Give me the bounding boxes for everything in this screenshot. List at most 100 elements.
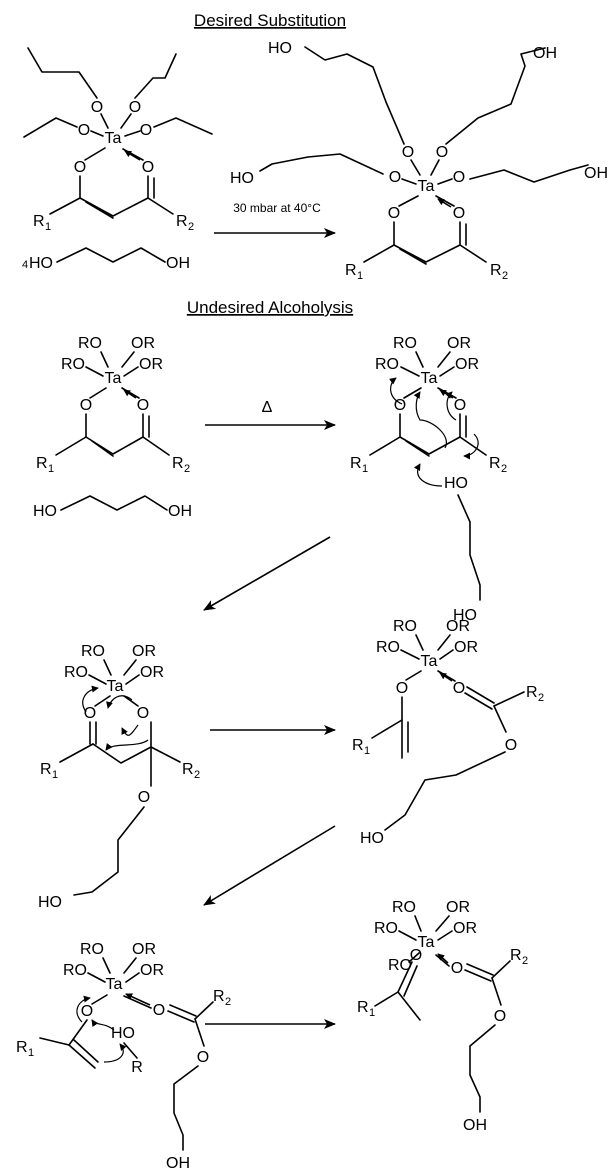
svg-text:O: O <box>453 680 465 697</box>
svg-text:OR: OR <box>454 639 478 656</box>
svg-text:R: R <box>350 455 362 472</box>
svg-text:Ta: Ta <box>418 178 435 195</box>
svg-text:OR: OR <box>447 335 471 352</box>
svg-text:OH: OH <box>166 255 190 272</box>
svg-text:OR: OR <box>132 643 156 660</box>
svg-text:O: O <box>494 1008 506 1025</box>
svg-text:RO: RO <box>388 957 412 974</box>
svg-text:O: O <box>396 680 408 697</box>
svg-text:2: 2 <box>188 221 194 233</box>
svg-text:O: O <box>197 1049 209 1066</box>
svg-text:O: O <box>84 705 96 722</box>
svg-text:OR: OR <box>455 356 479 373</box>
svg-text:30 mbar at 40°C: 30 mbar at 40°C <box>233 201 321 215</box>
svg-text:RO: RO <box>376 639 400 656</box>
svg-text:O: O <box>388 205 400 222</box>
svg-text:R: R <box>131 1059 143 1076</box>
svg-text:R: R <box>352 737 364 754</box>
svg-text:OH: OH <box>584 165 608 182</box>
svg-text:HO: HO <box>29 255 53 272</box>
svg-text:O: O <box>80 397 92 414</box>
svg-text:R: R <box>213 988 225 1005</box>
svg-text:1: 1 <box>45 221 51 233</box>
svg-text:RO: RO <box>61 356 85 373</box>
svg-text:4: 4 <box>22 259 28 271</box>
svg-text:RO: RO <box>63 962 87 979</box>
svg-text:2: 2 <box>522 955 528 967</box>
diagonal-arrow-2 <box>203 825 336 906</box>
svg-text:2: 2 <box>501 463 507 475</box>
svg-text:R: R <box>526 684 538 701</box>
svg-text:RO: RO <box>393 335 417 352</box>
svg-text:Ta: Ta <box>421 370 438 387</box>
svg-text:R: R <box>357 999 369 1016</box>
svg-text:OH: OH <box>168 503 192 520</box>
svg-text:R: R <box>345 262 357 279</box>
svg-text:2: 2 <box>194 769 200 781</box>
svg-text:1: 1 <box>52 769 58 781</box>
svg-text:R: R <box>172 455 184 472</box>
propanediol-reagent: 4 HO OH <box>22 247 190 272</box>
svg-text:RO: RO <box>393 618 417 635</box>
svg-text:R: R <box>510 947 522 964</box>
svg-text:1: 1 <box>48 463 54 475</box>
svg-text:RO: RO <box>64 664 88 681</box>
svg-text:OH: OH <box>463 1117 487 1134</box>
svg-text:O: O <box>78 122 90 139</box>
svg-text:RO: RO <box>78 335 102 352</box>
svg-text:O: O <box>129 99 141 116</box>
svg-text:OR: OR <box>132 941 156 958</box>
svg-text:O: O <box>451 960 463 977</box>
svg-text:HO: HO <box>111 1025 135 1042</box>
svg-text:OR: OR <box>140 664 164 681</box>
svg-text:R: R <box>16 1039 28 1056</box>
svg-text:RO: RO <box>80 941 104 958</box>
svg-text:RO: RO <box>375 356 399 373</box>
svg-text:1: 1 <box>362 463 368 475</box>
svg-text:O: O <box>81 1003 93 1020</box>
svg-text:R: R <box>36 455 48 472</box>
svg-text:O: O <box>137 705 149 722</box>
svg-text:O: O <box>454 397 466 414</box>
svg-text:OH: OH <box>166 1155 190 1171</box>
propanediol-reactant: HO OH <box>33 495 192 520</box>
svg-text:2: 2 <box>225 996 231 1008</box>
svg-text:RO: RO <box>81 643 105 660</box>
svg-text:OR: OR <box>453 920 477 937</box>
svg-text:O: O <box>453 205 465 222</box>
svg-text:1: 1 <box>357 270 363 282</box>
svg-text:HO: HO <box>38 894 62 911</box>
svg-text:Ta: Ta <box>421 653 438 670</box>
svg-text:O: O <box>153 1002 165 1019</box>
svg-text:O: O <box>505 737 517 754</box>
svg-text:2: 2 <box>502 270 508 282</box>
svg-text:OH: OH <box>533 45 557 62</box>
svg-text:O: O <box>453 169 465 186</box>
svg-text:O: O <box>74 159 86 176</box>
svg-text:OR: OR <box>139 356 163 373</box>
svg-text:2: 2 <box>184 463 190 475</box>
svg-text:RO: RO <box>374 920 398 937</box>
svg-text:Ta: Ta <box>105 370 122 387</box>
svg-text:R: R <box>489 455 501 472</box>
svg-text:1: 1 <box>28 1047 34 1059</box>
svg-text:RO: RO <box>392 899 416 916</box>
svg-text:Ta: Ta <box>106 976 123 993</box>
svg-text:Ta: Ta <box>105 130 122 147</box>
svg-text:OR: OR <box>131 335 155 352</box>
svg-text:O: O <box>140 122 152 139</box>
svg-text:O: O <box>410 947 422 964</box>
svg-text:HO: HO <box>453 607 477 624</box>
svg-text:O: O <box>389 169 401 186</box>
svg-text:R: R <box>182 761 194 778</box>
heat-arrow: Δ <box>205 399 336 430</box>
